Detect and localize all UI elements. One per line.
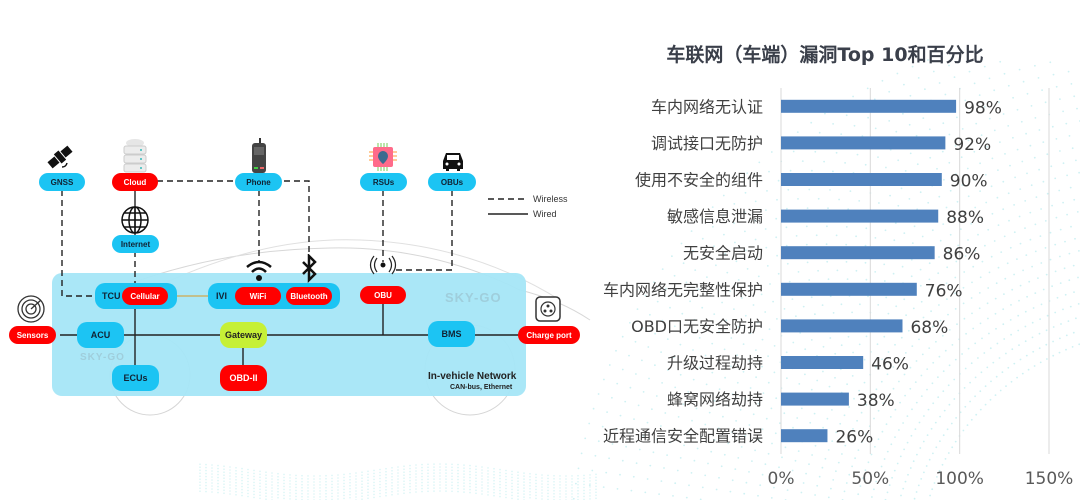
data-label: 86% — [943, 245, 981, 265]
radar-icon — [17, 295, 45, 323]
node-cellular: Cellular — [122, 287, 168, 305]
chart-title: 车联网（车端）漏洞Top 10和百分比 — [666, 44, 984, 66]
category-label: 车内网络无认证 — [651, 97, 763, 116]
category-label: 近程通信安全配置错误 — [603, 427, 763, 446]
watermark: SKY-GO — [80, 352, 125, 363]
bar — [781, 319, 903, 333]
node-bms: BMS — [428, 321, 475, 347]
node-obu: OBU — [360, 286, 406, 304]
mobile-phone-icon — [252, 138, 266, 173]
vehicle-network-diagram: SKY-GO SKY-GO — [9, 138, 591, 416]
node-acu: ACU — [77, 322, 124, 348]
node-cloud: Cloud — [112, 173, 158, 191]
data-label: 76% — [925, 281, 963, 301]
data-label: 88% — [946, 208, 984, 228]
data-label: 68% — [910, 318, 948, 338]
data-label: 98% — [964, 98, 1002, 118]
node-wifi: WiFi — [235, 287, 281, 305]
x-tick-label: 150% — [1025, 469, 1074, 489]
data-label: 92% — [953, 135, 991, 155]
data-label: 46% — [871, 355, 909, 375]
bluetooth-icon — [302, 254, 317, 284]
globe-icon — [121, 206, 149, 234]
wireless-link — [61, 190, 96, 297]
data-label: 38% — [857, 391, 895, 411]
network-title: In-vehicle Network — [428, 371, 517, 382]
category-label: 车内网络无完整性保护 — [603, 280, 763, 299]
legend-wired: Wired — [533, 209, 557, 219]
bar — [781, 356, 864, 369]
watermark: SKY-GO — [445, 290, 502, 305]
bar — [781, 209, 939, 223]
node-tcu-label: TCU — [102, 291, 121, 301]
antenna-icon — [369, 255, 397, 275]
node-ecus: ECUs — [112, 365, 159, 391]
charge-socket-icon — [535, 296, 561, 322]
node-bluetooth: Bluetooth — [286, 287, 332, 305]
x-tick-label: 50% — [851, 469, 889, 489]
node-obus: OBUs — [428, 173, 476, 191]
wireless-link — [392, 190, 453, 271]
bar — [781, 246, 935, 260]
legend-wireless: Wireless — [533, 194, 568, 204]
data-label: 26% — [835, 428, 873, 448]
node-charge-port: Charge port — [518, 326, 580, 344]
node-gateway: Gateway — [220, 322, 267, 348]
category-label: 无安全启动 — [683, 244, 763, 263]
bar-chart: 0% 50% 100% 150% 车内网络无认证 98% 调试接口无防护 92% 使用不安全的组… — [603, 88, 1074, 489]
node-internet: Internet — [112, 235, 159, 253]
node-sensors: Sensors — [9, 326, 56, 344]
bar — [781, 429, 828, 443]
bar — [781, 392, 849, 406]
connection-lines — [60, 180, 528, 370]
network-subtitle: CAN-bus, Ethernet — [450, 384, 513, 391]
category-label: 调试接口无防护 — [651, 134, 763, 153]
node-rsus: RSUs — [360, 173, 407, 191]
wireless-link — [284, 180, 310, 260]
bar — [781, 136, 946, 150]
x-tick-label: 100% — [935, 469, 984, 489]
category-label: 使用不安全的组件 — [635, 171, 763, 190]
node-phone: Phone — [235, 173, 282, 191]
category-label: 蜂窝网络劫持 — [667, 390, 763, 409]
node-obd: OBD-II — [220, 365, 267, 391]
node-ivi-label: IVI — [216, 291, 228, 301]
car-icon — [443, 153, 463, 171]
satellite-icon — [47, 145, 73, 169]
wifi-icon — [246, 260, 272, 281]
bar — [781, 282, 917, 296]
bar — [781, 173, 942, 186]
node-gnss: GNSS — [39, 173, 85, 191]
category-label: 升级过程劫持 — [667, 354, 763, 373]
data-label: 90% — [950, 172, 988, 192]
bar — [781, 99, 957, 113]
chip-location-icon — [369, 143, 397, 171]
category-label: OBD口无安全防护 — [631, 317, 763, 336]
category-label: 敏感信息泄漏 — [667, 207, 763, 226]
server-icon — [123, 139, 147, 173]
x-tick-label: 0% — [768, 469, 795, 489]
